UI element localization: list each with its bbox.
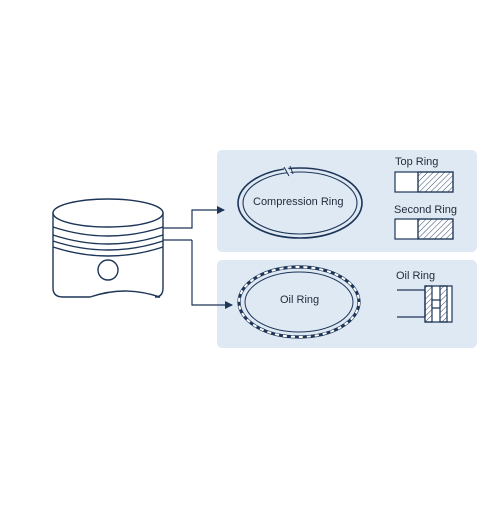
compression-ring-label: Compression Ring: [253, 196, 344, 208]
compression-ring-icon: [237, 165, 363, 239]
oil-ring-label: Oil Ring: [280, 294, 320, 306]
arrow-icon: [163, 206, 233, 309]
oil-ring-section-label: Oil Ring: [396, 270, 436, 282]
top-ring-label: Top Ring: [395, 156, 439, 168]
oil-ring-icon: [237, 265, 361, 339]
oil-ring-section-icon: [397, 285, 453, 323]
oil-panel: [217, 260, 477, 348]
second-ring-label: Second Ring: [394, 204, 457, 216]
second-ring-section-icon: [394, 218, 454, 240]
top-ring-section-icon: [394, 171, 454, 193]
piston-icon: [52, 198, 164, 298]
